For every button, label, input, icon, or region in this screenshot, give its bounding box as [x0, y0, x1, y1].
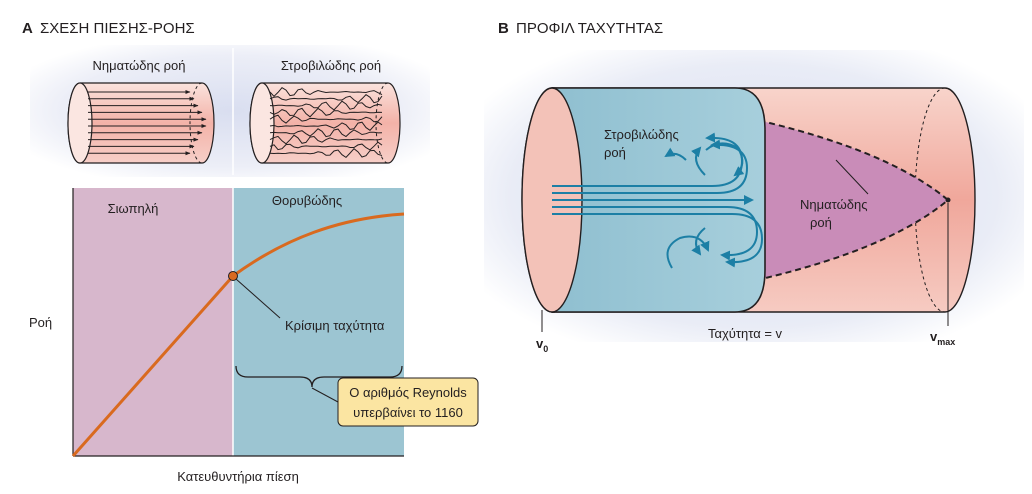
critical-velocity-label: Κρίσιμη ταχύτητα: [285, 318, 385, 333]
vmax-point: [945, 197, 951, 203]
flow-swirl: [691, 227, 706, 256]
turbulent-squiggle: [269, 134, 383, 145]
turbulent-squiggle: [269, 93, 383, 104]
flow-curve: [71, 212, 405, 457]
turbulent-squiggle: [269, 114, 383, 124]
silent-label: Σιωπηλή: [108, 201, 159, 216]
turbulent-squiggle: [269, 107, 383, 118]
turbulent-tube: [249, 82, 401, 164]
turbulent-squiggle: [269, 87, 383, 98]
reynolds-callout: Ο αριθμός Reynolds υπερβαίνει το 1160: [337, 377, 479, 427]
x-axis-label: Κατευθυντήρια πίεση: [177, 469, 299, 484]
laminar-tube: [67, 82, 215, 164]
turbulent-squiggle: [269, 148, 383, 159]
flow-swirl: [705, 142, 745, 177]
turbulent-label-1: Στροβιλώδης: [604, 127, 679, 142]
critical-point: [228, 271, 238, 281]
turbulent-flow-lines: [552, 132, 764, 269]
v0-label: v0: [536, 336, 548, 354]
turbulent-squiggle: [269, 141, 383, 151]
reynolds-line-2: υπερβαίνει το 1160: [353, 405, 463, 420]
laminar-label-1: Νηματώδης: [800, 197, 867, 212]
turbulent-squiggle: [269, 121, 383, 131]
silent-region: [73, 188, 233, 456]
turbulent-squiggle: [269, 100, 383, 111]
panel-b-title: ΠΡΟΦΙΛ ΤΑΧΥΤΗΤΑΣ: [516, 20, 663, 37]
laminar-leader: [835, 159, 869, 195]
flow-streamline: [552, 213, 764, 268]
turbulent-squiggle: [269, 128, 383, 138]
laminar-label-2: ροή: [810, 215, 832, 230]
flow-swirl: [691, 146, 706, 176]
vmax-label: vmax: [930, 329, 955, 347]
noisy-brace: [235, 365, 403, 388]
flow-streamline: [552, 139, 749, 194]
reynolds-line-1: Ο αριθμός Reynolds: [349, 385, 467, 400]
velocity-label: Ταχύτητα = v: [708, 326, 783, 341]
flow-streamline: [552, 206, 759, 261]
reynolds-leader: [311, 387, 339, 403]
turbulent-tube-label: Στροβιλώδης ροή: [281, 58, 381, 73]
critical-leader: [235, 278, 281, 319]
panel-b-letter: B: [498, 20, 509, 37]
flow-swirl: [666, 235, 710, 269]
noisy-label: Θορυβώδης: [272, 193, 342, 208]
panel-a-title: ΣΧΕΣΗ ΠΙΕΣΗΣ-ΡΟΗΣ: [40, 20, 195, 37]
panel-a-letter: A: [22, 20, 33, 37]
laminar-tube-label: Νηματώδης ροή: [93, 58, 186, 73]
flow-swirl: [664, 147, 687, 161]
turbulent-label-2: ροή: [604, 145, 626, 160]
y-axis-label: Ροή: [29, 315, 52, 330]
